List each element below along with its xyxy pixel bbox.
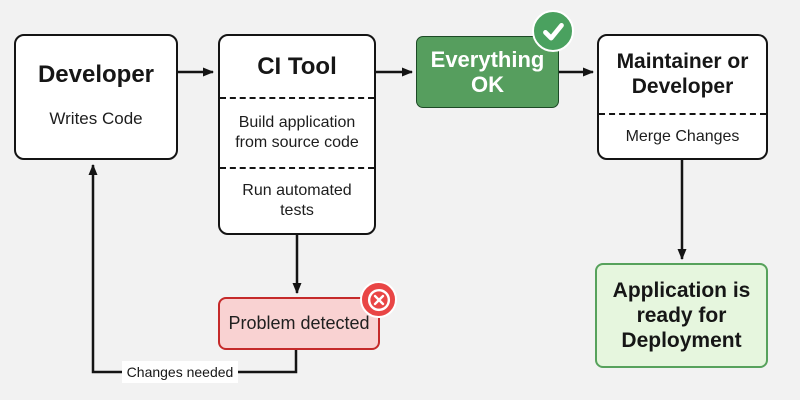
node-everything-ok: Everything OK [416, 36, 559, 108]
node-developer: Developer Writes Code [14, 34, 178, 160]
maintainer-subtitle: Merge Changes [599, 113, 766, 158]
changes-needed-label: Changes needed [122, 361, 238, 383]
ci-tool-title: CI Tool [257, 52, 337, 80]
developer-subtitle: Writes Code [49, 109, 143, 128]
ci-tool-step-build: Build application from source code [220, 97, 374, 167]
ci-tool-step-tests: Run automated tests [220, 167, 374, 233]
developer-title: Developer [37, 61, 155, 88]
node-ci-tool: CI Tool Build application from source co… [218, 34, 376, 235]
check-icon [532, 10, 574, 52]
everything-ok-title: Everything OK [430, 46, 545, 97]
x-circle-icon [360, 281, 397, 318]
deployment-title: Application is ready for Deployment [612, 278, 751, 353]
node-deployment-ready: Application is ready for Deployment [595, 263, 768, 368]
problem-detected-title: Problem detected [228, 313, 370, 333]
node-problem-detected: Problem detected [218, 297, 380, 350]
maintainer-title: Maintainer or Developer [616, 50, 749, 98]
node-maintainer: Maintainer or Developer Merge Changes [597, 34, 768, 160]
